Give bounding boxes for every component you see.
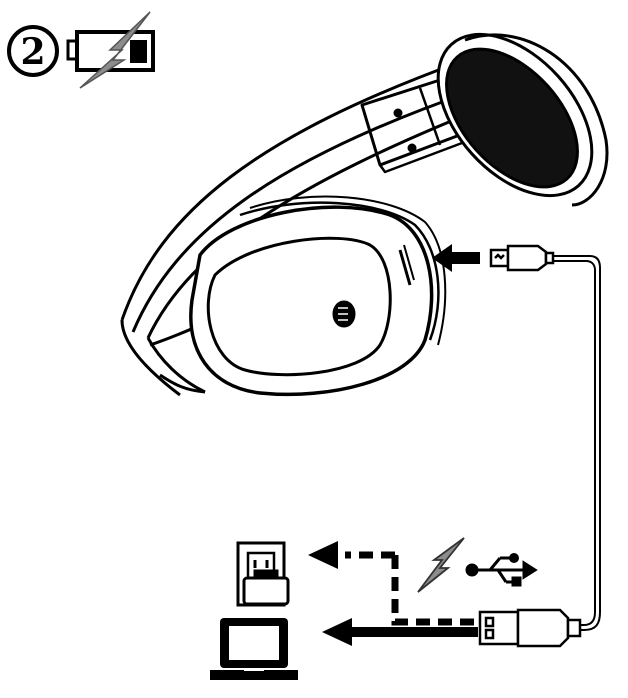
laptop-icon [210,618,298,680]
lightning-bolt-icon [417,537,465,593]
step-number-label: 2 [20,31,45,73]
usb-a-plug-icon [478,608,582,648]
headphones-illustration [120,32,609,397]
usb-wall-adapter-icon [242,569,290,606]
micro-usb-plug-icon [489,244,555,272]
step-number-badge: 2 [7,25,59,77]
arrow-to-laptop [322,618,478,646]
battery-charging-icon [66,11,155,89]
arrow-to-headphones [432,244,480,272]
dashed-arrow-to-outlet [308,541,475,626]
usb-symbol-icon [465,553,538,587]
usb-cable [553,255,601,631]
